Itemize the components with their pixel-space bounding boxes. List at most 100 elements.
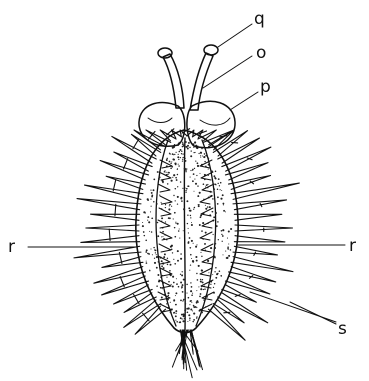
body-midline	[184, 138, 185, 330]
label-s: s	[338, 319, 347, 339]
stipple-dot	[201, 269, 203, 271]
stipple-dot	[198, 286, 199, 287]
stipple-dot	[196, 260, 198, 262]
segment-tooth	[160, 268, 172, 276]
stipple-dot	[197, 185, 198, 186]
stipple-dot	[162, 288, 163, 289]
stipple-dot	[220, 189, 221, 190]
stipple-dot	[188, 314, 190, 316]
stipple-dot	[205, 155, 207, 157]
stipple-dot	[188, 142, 190, 144]
stipple-dot	[147, 199, 149, 201]
stipple-dot	[228, 230, 230, 232]
stipple-dot	[145, 251, 147, 253]
stipple-dot	[166, 158, 168, 160]
stipple-dot	[186, 308, 188, 310]
stipple-dot	[175, 164, 177, 166]
stipple-dot	[227, 238, 228, 239]
stipple-dot	[165, 221, 166, 222]
stipple-dot	[202, 155, 203, 156]
stipple-dot	[186, 146, 188, 148]
stipple-dot	[230, 249, 232, 251]
spine	[222, 147, 271, 171]
stipple-dot	[185, 192, 186, 193]
stipple-dot	[202, 222, 204, 224]
stipple-dot	[171, 206, 172, 207]
stipple-dot	[189, 237, 191, 239]
stipple-dot	[185, 188, 186, 189]
stipple-dot	[160, 277, 161, 278]
stipple-dot	[177, 156, 179, 158]
stipple-dot	[196, 317, 198, 319]
stipple-dot	[161, 260, 163, 262]
stipple-dot	[169, 161, 171, 163]
stipple-dot	[223, 204, 224, 205]
stipple-dot	[190, 217, 191, 218]
head-lobe-left-crease	[148, 118, 172, 123]
stipple-dot	[166, 159, 168, 161]
eye-tip-right	[204, 45, 218, 55]
stipple-dot	[182, 142, 183, 143]
stipple-dot	[183, 208, 185, 210]
stipple-dot	[202, 281, 203, 282]
stipple-dot	[143, 231, 145, 233]
body	[136, 130, 238, 333]
spine-barb	[124, 159, 128, 169]
stipple-dot	[195, 152, 196, 153]
stipple-dot	[198, 265, 200, 267]
label-r-left: r	[8, 237, 15, 257]
label-p: p	[260, 77, 271, 97]
stipple-dot	[215, 277, 217, 279]
stipple-dot	[153, 189, 155, 191]
stipple-dot	[230, 228, 232, 230]
stipple-dot	[213, 287, 214, 288]
stipple-dot	[169, 270, 171, 272]
stipple-dot	[206, 184, 208, 186]
stipple-dot	[182, 188, 183, 189]
stipple-dot	[166, 277, 167, 278]
stipple-dot	[190, 155, 192, 157]
stipple-dot	[195, 256, 197, 258]
stipple-dot	[180, 157, 181, 158]
stipple-dot	[162, 182, 164, 184]
stipple-dot	[147, 216, 149, 218]
stipple-dot	[169, 217, 171, 219]
stipple-dot	[220, 275, 222, 277]
stipple-dot	[191, 258, 192, 259]
stipple-dot	[171, 180, 173, 182]
stipple-dot	[167, 258, 168, 259]
stipple-dot	[193, 305, 195, 307]
stipple-dot	[179, 228, 180, 229]
stipple-dot	[189, 147, 191, 149]
stipple-dot	[146, 249, 148, 251]
stipple-dot	[170, 302, 171, 303]
stipple-dot	[196, 302, 198, 304]
stipple-dot	[225, 211, 226, 212]
label-r-right: r	[349, 236, 356, 256]
stipple-dot	[173, 282, 175, 284]
stipple-dot	[223, 210, 225, 212]
stipple-dot	[152, 254, 153, 255]
stipple-dot	[178, 230, 180, 232]
stipple-dot	[172, 276, 174, 278]
stipple-dot	[220, 198, 222, 200]
stipple-dot	[156, 203, 158, 205]
stipple-dot	[167, 174, 168, 175]
stipple-dot	[156, 285, 158, 287]
stipple-dot	[208, 158, 210, 160]
stipple-dot	[190, 177, 191, 178]
stipple-dot	[177, 174, 179, 176]
stipple-dot	[174, 154, 175, 155]
stipple-dot	[196, 273, 197, 274]
stipple-dot	[212, 211, 214, 213]
stipple-dot	[182, 320, 184, 322]
segment-tooth	[160, 196, 172, 204]
stipple-dot	[176, 321, 178, 323]
stipple-dot	[146, 261, 147, 262]
stipple-dot	[208, 272, 209, 273]
stipple-dot	[156, 256, 158, 258]
stipple-dot	[215, 178, 217, 180]
stipple-dot	[153, 201, 155, 203]
stipple-dot	[221, 190, 222, 191]
stipple-dot	[173, 174, 175, 176]
